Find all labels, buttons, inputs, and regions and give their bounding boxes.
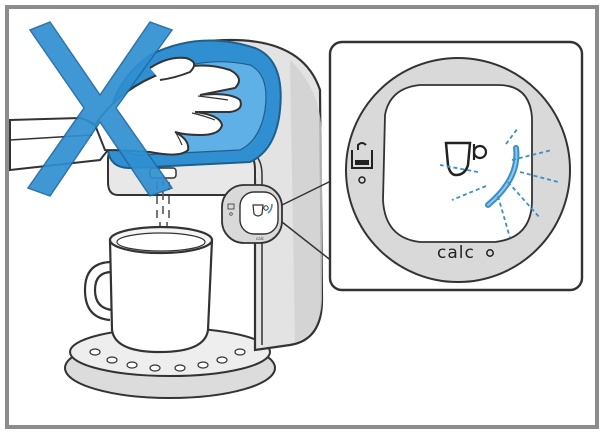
descale-icon [351, 142, 373, 184]
cross-icon [26, 21, 174, 197]
descale-indicator-dot [358, 176, 366, 184]
drip-tray-holes [89, 348, 246, 372]
small-cup-icon [252, 204, 264, 217]
indicator-light-icon [439, 127, 559, 239]
small-control-panel: calc [221, 184, 283, 244]
small-calc-label: calc [256, 236, 264, 241]
calc-label: calc [437, 243, 475, 263]
coffee-cup [83, 225, 214, 354]
zoom-callout: calc [281, 40, 584, 292]
small-descale-icon [227, 203, 235, 210]
coffee-cup-icon [444, 141, 488, 177]
calc-indicator-dot [486, 249, 494, 257]
